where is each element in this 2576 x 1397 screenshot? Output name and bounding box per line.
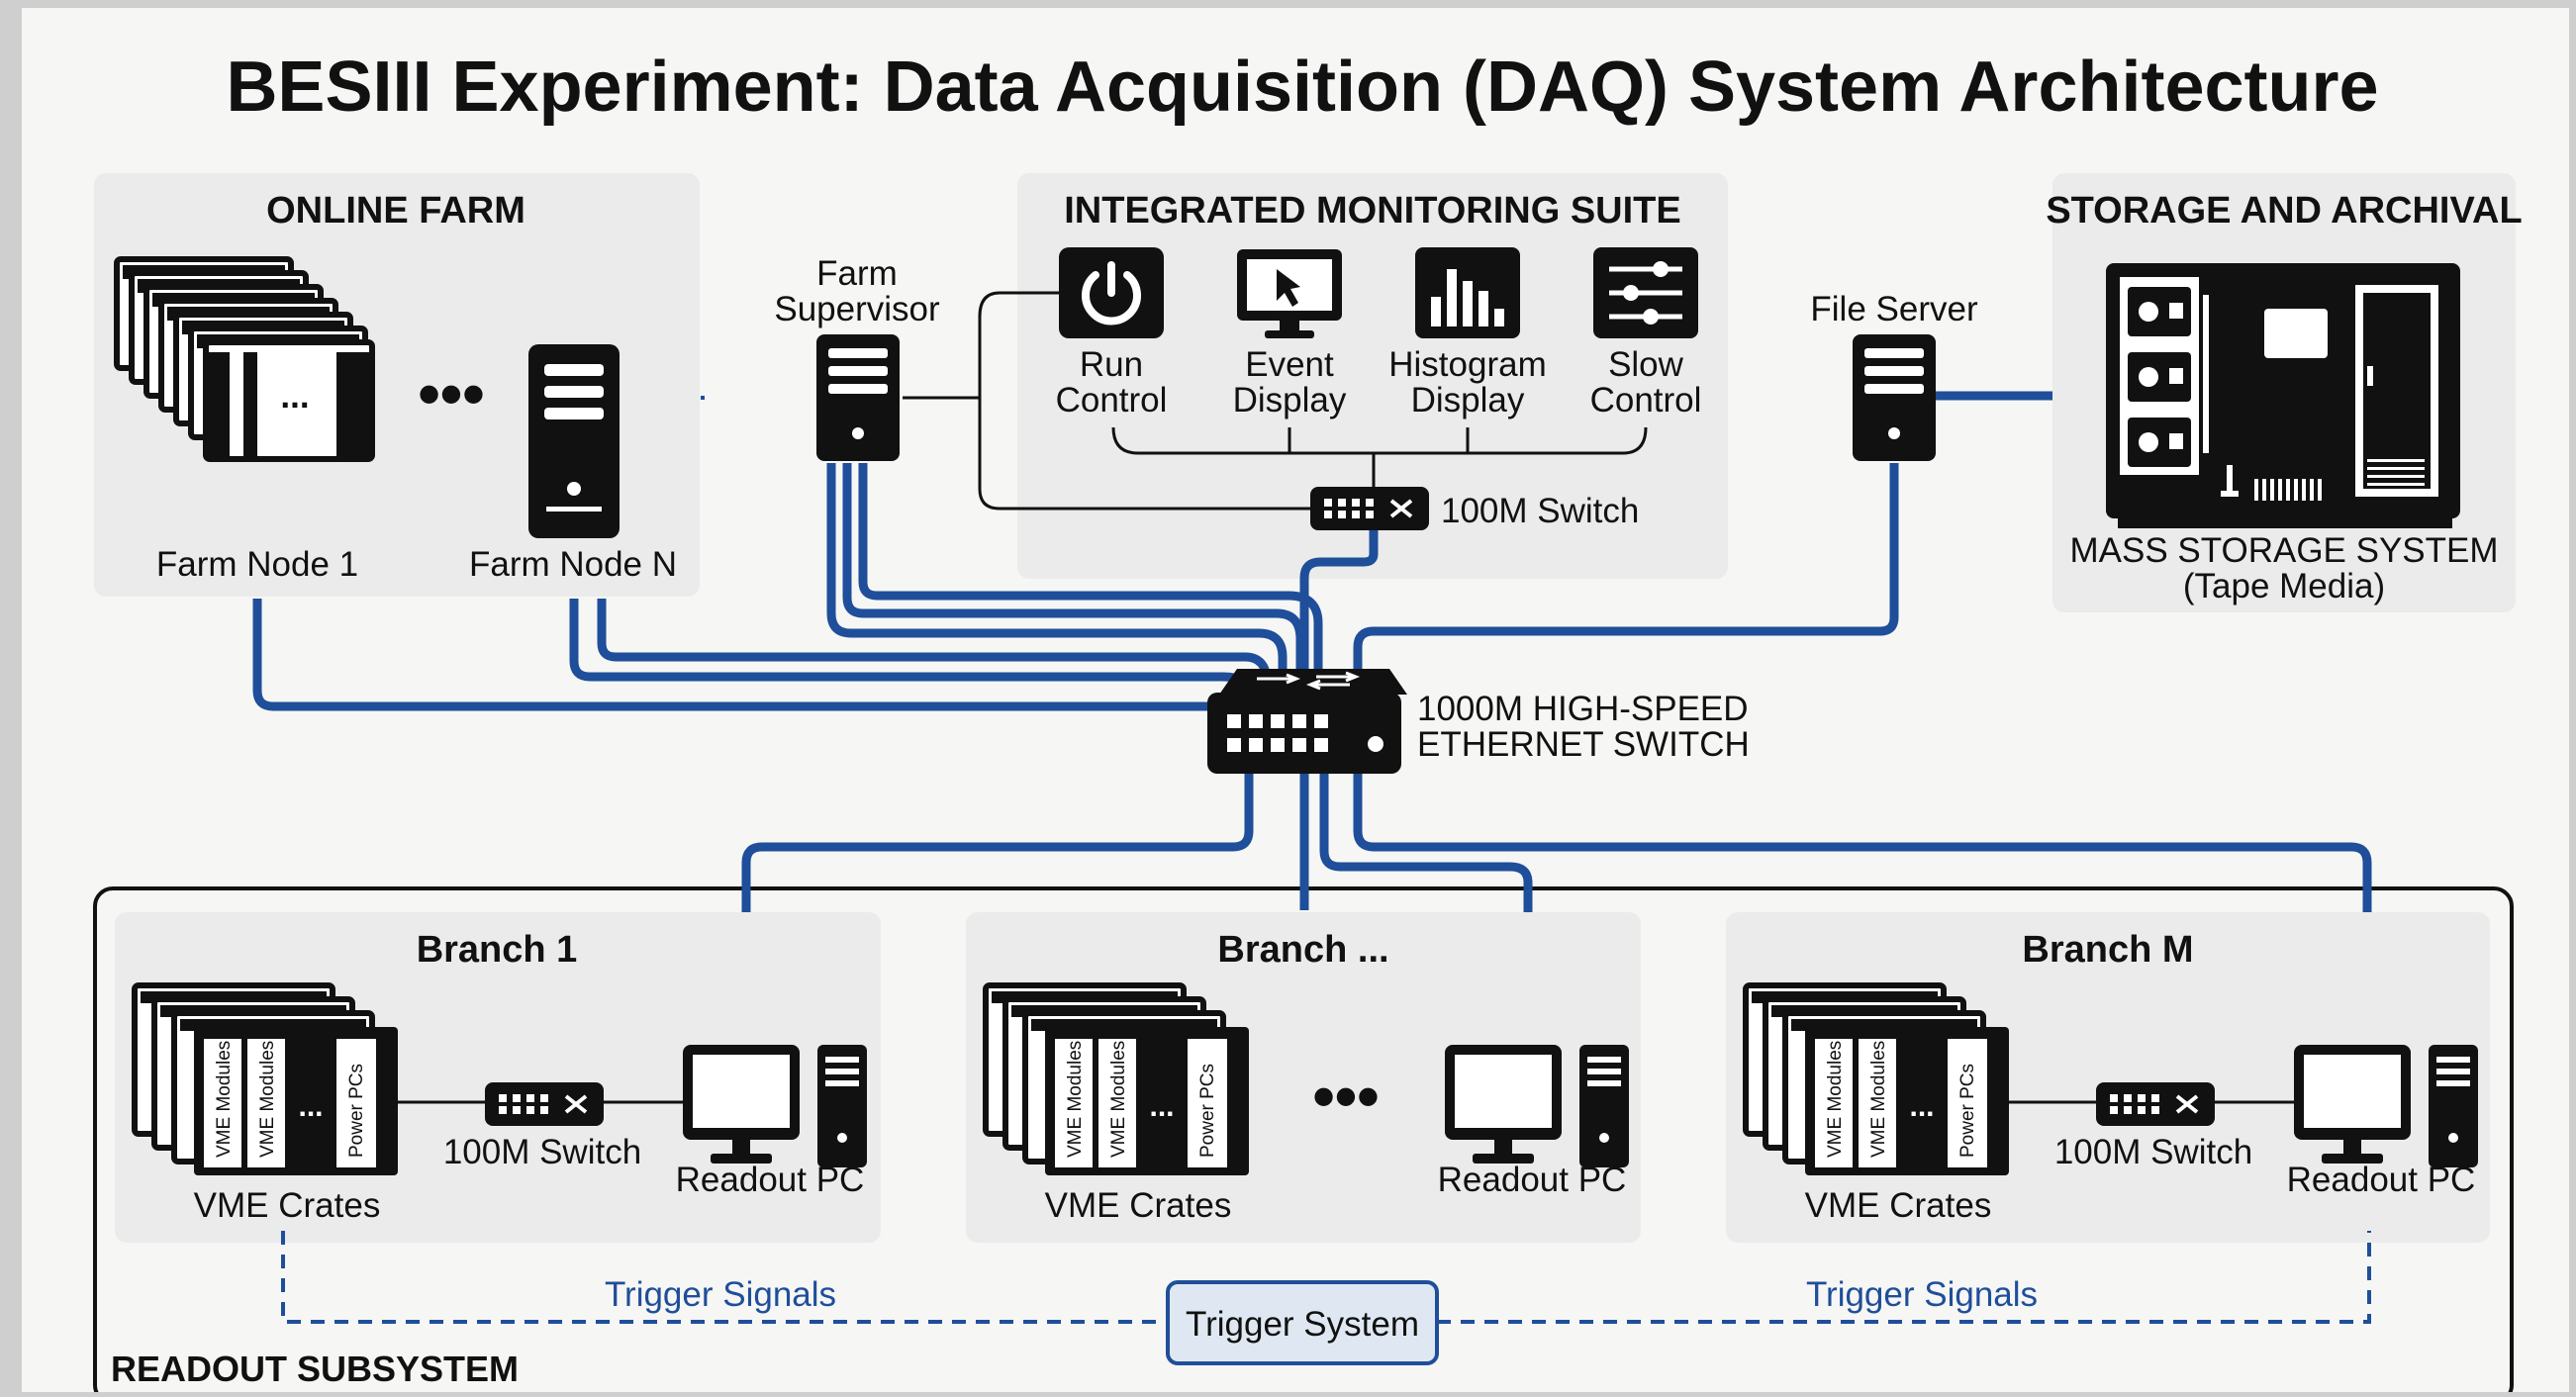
crate-dots: ... xyxy=(1149,1090,1174,1123)
network-links-bottom xyxy=(741,774,2372,1047)
rack-dots: ... xyxy=(280,377,309,416)
branch-1-title: Branch 1 xyxy=(417,929,578,971)
power-pcs-text: Power PCs xyxy=(1957,1064,1978,1158)
trigger-system-box xyxy=(1166,1280,1439,1365)
slow-control-label-2: Control xyxy=(1590,381,1702,419)
branch-middle-vme-crates-icon: VME Modules VME Modules ... Power PCs xyxy=(986,985,1249,1175)
branch-m-vme-crates-icon: VME Modules VME Modules ... Power PCs xyxy=(1746,985,2009,1175)
run-control-label-2: Control xyxy=(1056,381,1168,419)
run-control-label-1: Run xyxy=(1080,345,1143,384)
storage-title: STORAGE AND ARCHIVAL xyxy=(2046,190,2522,232)
branch-1-100m-switch-icon xyxy=(483,1080,606,1128)
branch-1-vme-crates-icon: VME Modules VME Modules ... Power PCs xyxy=(135,985,398,1175)
farm-node-1-rack-stack: ... xyxy=(117,259,375,462)
network-links-top xyxy=(252,391,2052,711)
farm-node-n-server-icon xyxy=(528,344,620,538)
vme-modules-text: VME Modules xyxy=(214,1041,235,1158)
event-display-label-2: Display xyxy=(1233,381,1347,419)
vme-modules-text: VME Modules xyxy=(1868,1041,1889,1158)
vme-modules-text: VME Modules xyxy=(1065,1041,1086,1158)
trigger-lines xyxy=(281,1231,2371,1324)
farm-supervisor-label-2: Supervisor xyxy=(774,290,940,328)
monitoring-panel xyxy=(1017,173,1728,579)
branch-m-100m-switch-icon xyxy=(2094,1080,2217,1128)
histogram-display-label-1: Histogram xyxy=(1388,345,1546,384)
event-display-label-1: Event xyxy=(1245,345,1334,384)
file-server-icon xyxy=(1853,334,1936,461)
readout-subsystem-label: READOUT SUBSYSTEM xyxy=(111,1349,519,1389)
branch-1-vme-crates-label: VME Crates xyxy=(194,1186,381,1225)
branch-m-vme-crates-label: VME Crates xyxy=(1805,1186,1992,1225)
monitoring-bus xyxy=(903,291,1648,511)
monitoring-100m-switch-icon xyxy=(1308,485,1431,532)
file-server-label: File Server xyxy=(1810,290,1978,328)
branch-m-title: Branch M xyxy=(2022,929,2193,971)
branch-m-switch-label: 100M Switch xyxy=(2054,1133,2252,1171)
farm-node-n-label: Farm Node N xyxy=(469,545,677,584)
vme-modules-text: VME Modules xyxy=(257,1041,278,1158)
vme-modules-text: VME Modules xyxy=(1825,1041,1846,1158)
core-ethernet-switch-icon xyxy=(1207,669,1407,774)
page-title: BESIII Experiment: Data Acquisition (DAQ… xyxy=(226,47,2378,127)
slow-control-label-1: Slow xyxy=(1608,345,1684,384)
trigger-system-label: Trigger System xyxy=(1186,1305,1419,1344)
farm-supervisor-label-1: Farm xyxy=(816,254,898,293)
power-pcs-text: Power PCs xyxy=(1197,1064,1218,1158)
power-pcs-text: Power PCs xyxy=(346,1064,367,1158)
farm-nodes-ellipsis: ••• xyxy=(418,358,484,429)
histogram-icon xyxy=(1415,247,1520,338)
monitoring-switch-label: 100M Switch xyxy=(1441,492,1639,530)
crate-dots: ... xyxy=(298,1090,323,1123)
branch-ellipsis: ••• xyxy=(1312,1061,1379,1132)
sliders-icon xyxy=(1593,247,1698,338)
crate-dots: ... xyxy=(1909,1090,1934,1123)
core-switch-label-1: 1000M HIGH-SPEED xyxy=(1417,690,1749,728)
trigger-signals-label-left: Trigger Signals xyxy=(605,1275,836,1314)
online-farm-title: ONLINE FARM xyxy=(266,190,525,232)
trigger-signals-label-right: Trigger Signals xyxy=(1806,1275,2038,1314)
branch-middle-title: Branch ... xyxy=(1217,929,1388,971)
monitoring-title: INTEGRATED MONITORING SUITE xyxy=(1064,190,1681,232)
core-switch-label-2: ETHERNET SWITCH xyxy=(1417,725,1750,764)
storage-label-1: MASS STORAGE SYSTEM xyxy=(2069,531,2498,570)
storage-label-2: (Tape Media) xyxy=(2183,567,2385,605)
monitor-cursor-icon xyxy=(1237,249,1342,338)
vme-modules-text: VME Modules xyxy=(1108,1041,1129,1158)
branch-middle-readout-pc-label: Readout PC xyxy=(1438,1161,1627,1199)
power-icon xyxy=(1059,247,1164,338)
histogram-display-label-2: Display xyxy=(1411,381,1525,419)
mass-storage-icon xyxy=(2106,263,2460,528)
branch-middle-vme-crates-label: VME Crates xyxy=(1045,1186,1232,1225)
branch-1-switch-label: 100M Switch xyxy=(443,1133,641,1171)
farm-supervisor-server-icon xyxy=(816,334,900,461)
farm-node-1-label: Farm Node 1 xyxy=(156,545,358,584)
branch-m-readout-pc-label: Readout PC xyxy=(2287,1161,2476,1199)
branch-1-readout-pc-label: Readout PC xyxy=(676,1161,865,1199)
